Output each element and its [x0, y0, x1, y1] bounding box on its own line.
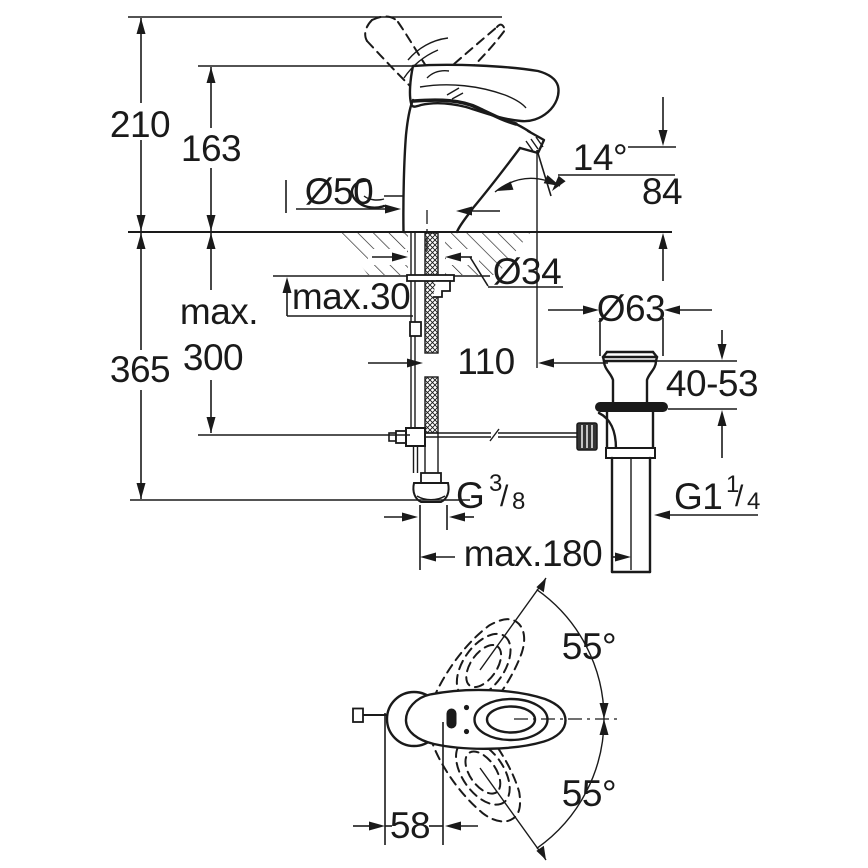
dim-spout-angle: 14° [494, 137, 675, 368]
dim-handle-center-offset-label: 58 [390, 805, 430, 846]
dim-supply-thread-denominator: 8 [512, 488, 525, 515]
popup-waste-linkage [198, 428, 577, 442]
dim-overall-height: 210 [110, 18, 171, 231]
dim-spout-reach: 110 [368, 341, 608, 382]
dim-supply-thread: G 3 / 8 [384, 470, 525, 570]
dim-waste-height-range: 40-53 [656, 330, 759, 458]
dim-hole-diameter-label: Ø34 [493, 251, 561, 292]
dim-max-deck-thickness-label: max.30 [292, 276, 410, 317]
dim-waste-flange-diameter: Ø63 [548, 288, 712, 356]
dim-max-linkage-reach-label: max.180 [464, 533, 602, 574]
dim-overall-height-label: 210 [110, 104, 170, 145]
bottom-view: 55° 55° 58 [352, 577, 619, 861]
dim-spout-top-height-label: 163 [181, 128, 241, 169]
dim-handle-center-offset: 58 [353, 713, 478, 846]
dim-handle-swing-lower-label: 55° [562, 773, 616, 814]
dim-spout-outlet-height-label: 84 [642, 171, 682, 212]
mounting-shank [388, 210, 455, 503]
dim-max-linkage-reach: max.180 [420, 533, 631, 574]
handle-outline [404, 688, 567, 751]
dim-spout-angle-label: 14° [573, 137, 627, 178]
dim-spout-top-height: 163 [181, 67, 242, 231]
dim-base-diameter-label: Ø50 [305, 171, 373, 212]
dim-height-below-counter-label: 365 [110, 349, 170, 390]
dim-max-hose-depth-prefix: max. [180, 291, 258, 332]
dim-spout-reach-label: 110 [457, 341, 515, 382]
dim-max-hose-depth: max. 300 [180, 233, 259, 433]
dim-waste-height-range-label: 40-53 [666, 363, 758, 404]
dim-max-hose-depth-value: 300 [183, 337, 243, 378]
dim-spout-outlet-height: 84 [628, 97, 683, 281]
faucet-body [350, 15, 560, 234]
dim-base-diameter: Ø50 [285, 171, 500, 216]
dim-waste-thread-numerator: 1 [726, 471, 739, 498]
dim-waste-thread-letter: G1 [674, 476, 722, 517]
dim-waste-flange-diameter-label: Ø63 [597, 288, 665, 329]
dim-supply-thread-slash: / [500, 480, 509, 513]
dim-supply-thread-letter: G [456, 475, 484, 516]
dim-hole-diameter: Ø34 [372, 251, 563, 292]
dim-handle-swing-upper-label: 55° [562, 626, 616, 667]
dim-waste-thread-denominator: 4 [747, 488, 760, 515]
dim-max-deck-thickness: max.30 [282, 276, 413, 317]
popup-waste [576, 350, 668, 574]
dim-waste-thread-slash: / [735, 480, 744, 513]
dim-height-below-counter: 365 [110, 233, 470, 501]
pull-rod-top-view [352, 707, 364, 723]
dim-supply-thread-numerator: 3 [489, 470, 502, 497]
dim-waste-thread: G1 1 / 4 [654, 471, 760, 520]
counter-cross-section [273, 233, 530, 277]
